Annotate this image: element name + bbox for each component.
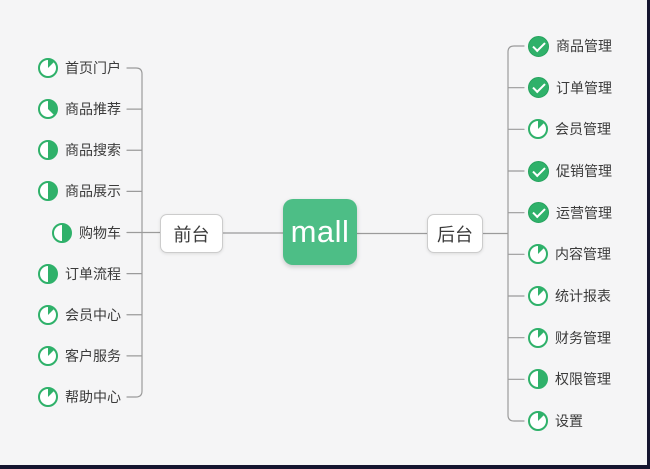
branch-node-frontend-label: 前台: [173, 224, 210, 245]
task-done-check-icon: [528, 77, 549, 99]
task-progress-icon: [38, 387, 58, 407]
frontend-item-node[interactable]: 购物车: [52, 221, 121, 245]
frontend-item-node[interactable]: 订单流程: [38, 262, 121, 286]
item-label: 首页门户: [65, 60, 121, 76]
task-done-check-icon: [528, 160, 549, 182]
item-label: 订单管理: [556, 79, 612, 96]
item-label: 购物车: [79, 224, 121, 241]
task-progress-icon: [38, 345, 58, 366]
item-label: 促销管理: [556, 163, 612, 179]
item-label: 客户服务: [65, 347, 121, 364]
branch-node-frontend[interactable]: 前台: [160, 214, 223, 253]
item-label: 商品管理: [556, 38, 612, 54]
backend-item-node[interactable]: 商品管理: [528, 34, 612, 58]
backend-item-node[interactable]: 设置: [528, 409, 583, 433]
task-progress-icon: [38, 263, 58, 284]
task-progress-icon: [38, 99, 58, 120]
branch-node-backend[interactable]: 后台: [427, 214, 483, 253]
item-label: 会员管理: [555, 121, 611, 138]
item-label: 商品搜索: [65, 142, 121, 159]
task-progress-icon: [528, 119, 548, 140]
task-progress-icon: [38, 140, 58, 161]
backend-item-node[interactable]: 订单管理: [528, 76, 612, 100]
item-label: 运营管理: [556, 204, 612, 221]
backend-item-node[interactable]: 权限管理: [528, 367, 611, 391]
item-label: 财务管理: [555, 329, 611, 346]
backend-item-node[interactable]: 运营管理: [528, 201, 612, 225]
task-progress-icon: [52, 222, 72, 243]
root-node-mall[interactable]: mall: [283, 199, 357, 265]
item-label: 内容管理: [555, 246, 611, 263]
task-progress-icon: [528, 286, 548, 306]
task-progress-icon: [38, 58, 58, 78]
item-label: 设置: [555, 413, 583, 429]
backend-item-node[interactable]: 促销管理: [528, 159, 612, 183]
task-progress-icon: [528, 244, 548, 265]
item-label: 帮助中心: [65, 389, 121, 405]
task-done-check-icon: [528, 35, 549, 57]
item-label: 权限管理: [555, 371, 611, 388]
backend-item-node[interactable]: 会员管理: [528, 117, 611, 141]
frontend-item-node[interactable]: 客户服务: [38, 344, 121, 368]
frontend-item-node[interactable]: 商品推荐: [38, 97, 121, 121]
task-progress-icon: [528, 411, 548, 431]
frontend-item-node[interactable]: 商品展示: [38, 179, 121, 203]
root-node-label: mall: [290, 214, 350, 249]
item-label: 订单流程: [65, 265, 121, 282]
branch-node-backend-label: 后台: [437, 224, 473, 245]
task-progress-icon: [528, 369, 548, 390]
task-done-check-icon: [528, 202, 549, 224]
frontend-item-node[interactable]: 会员中心: [38, 303, 121, 327]
backend-item-node[interactable]: 统计报表: [528, 284, 611, 308]
frontend-item-node[interactable]: 首页门户: [38, 56, 121, 80]
backend-item-node[interactable]: 内容管理: [528, 242, 611, 266]
task-progress-icon: [38, 181, 58, 202]
task-progress-icon: [528, 327, 548, 348]
task-progress-icon: [38, 304, 58, 325]
frontend-item-node[interactable]: 帮助中心: [38, 385, 121, 409]
frontend-item-node[interactable]: 商品搜索: [38, 138, 121, 162]
item-label: 统计报表: [555, 288, 611, 304]
item-label: 商品展示: [65, 183, 121, 200]
item-label: 会员中心: [65, 306, 121, 323]
backend-item-node[interactable]: 财务管理: [528, 326, 611, 350]
item-label: 商品推荐: [65, 101, 121, 118]
